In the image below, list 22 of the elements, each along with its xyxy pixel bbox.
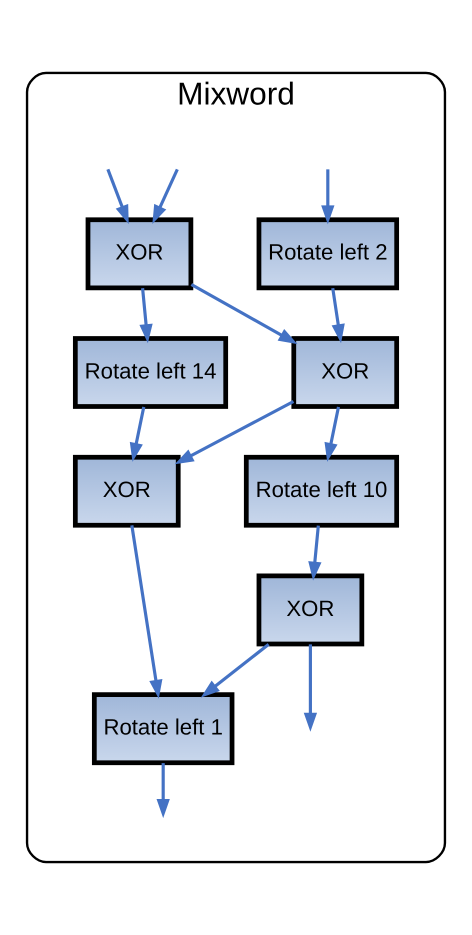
node-box: Rotate left 1 bbox=[92, 692, 234, 766]
arrow bbox=[304, 644, 318, 732]
arrow bbox=[324, 406, 340, 462]
arrow bbox=[130, 525, 162, 699]
node-box: XOR bbox=[256, 574, 364, 646]
arrow bbox=[331, 288, 345, 344]
arrow bbox=[190, 283, 298, 344]
arrow bbox=[156, 763, 170, 818]
arrow bbox=[139, 288, 153, 344]
node-box: XOR bbox=[86, 217, 194, 290]
arrow bbox=[308, 525, 322, 581]
arrow bbox=[130, 406, 146, 462]
arrow bbox=[152, 168, 179, 224]
node-box: Rotate left 2 bbox=[256, 217, 400, 290]
node-box: XOR bbox=[72, 454, 181, 528]
arrow bbox=[321, 169, 334, 224]
node-box: Rotate left 14 bbox=[72, 336, 228, 409]
node-box: XOR bbox=[291, 336, 400, 409]
arrow bbox=[106, 168, 129, 224]
arrow bbox=[174, 400, 294, 464]
arrow bbox=[200, 643, 270, 698]
node-box: Rotate left 10 bbox=[244, 454, 400, 528]
